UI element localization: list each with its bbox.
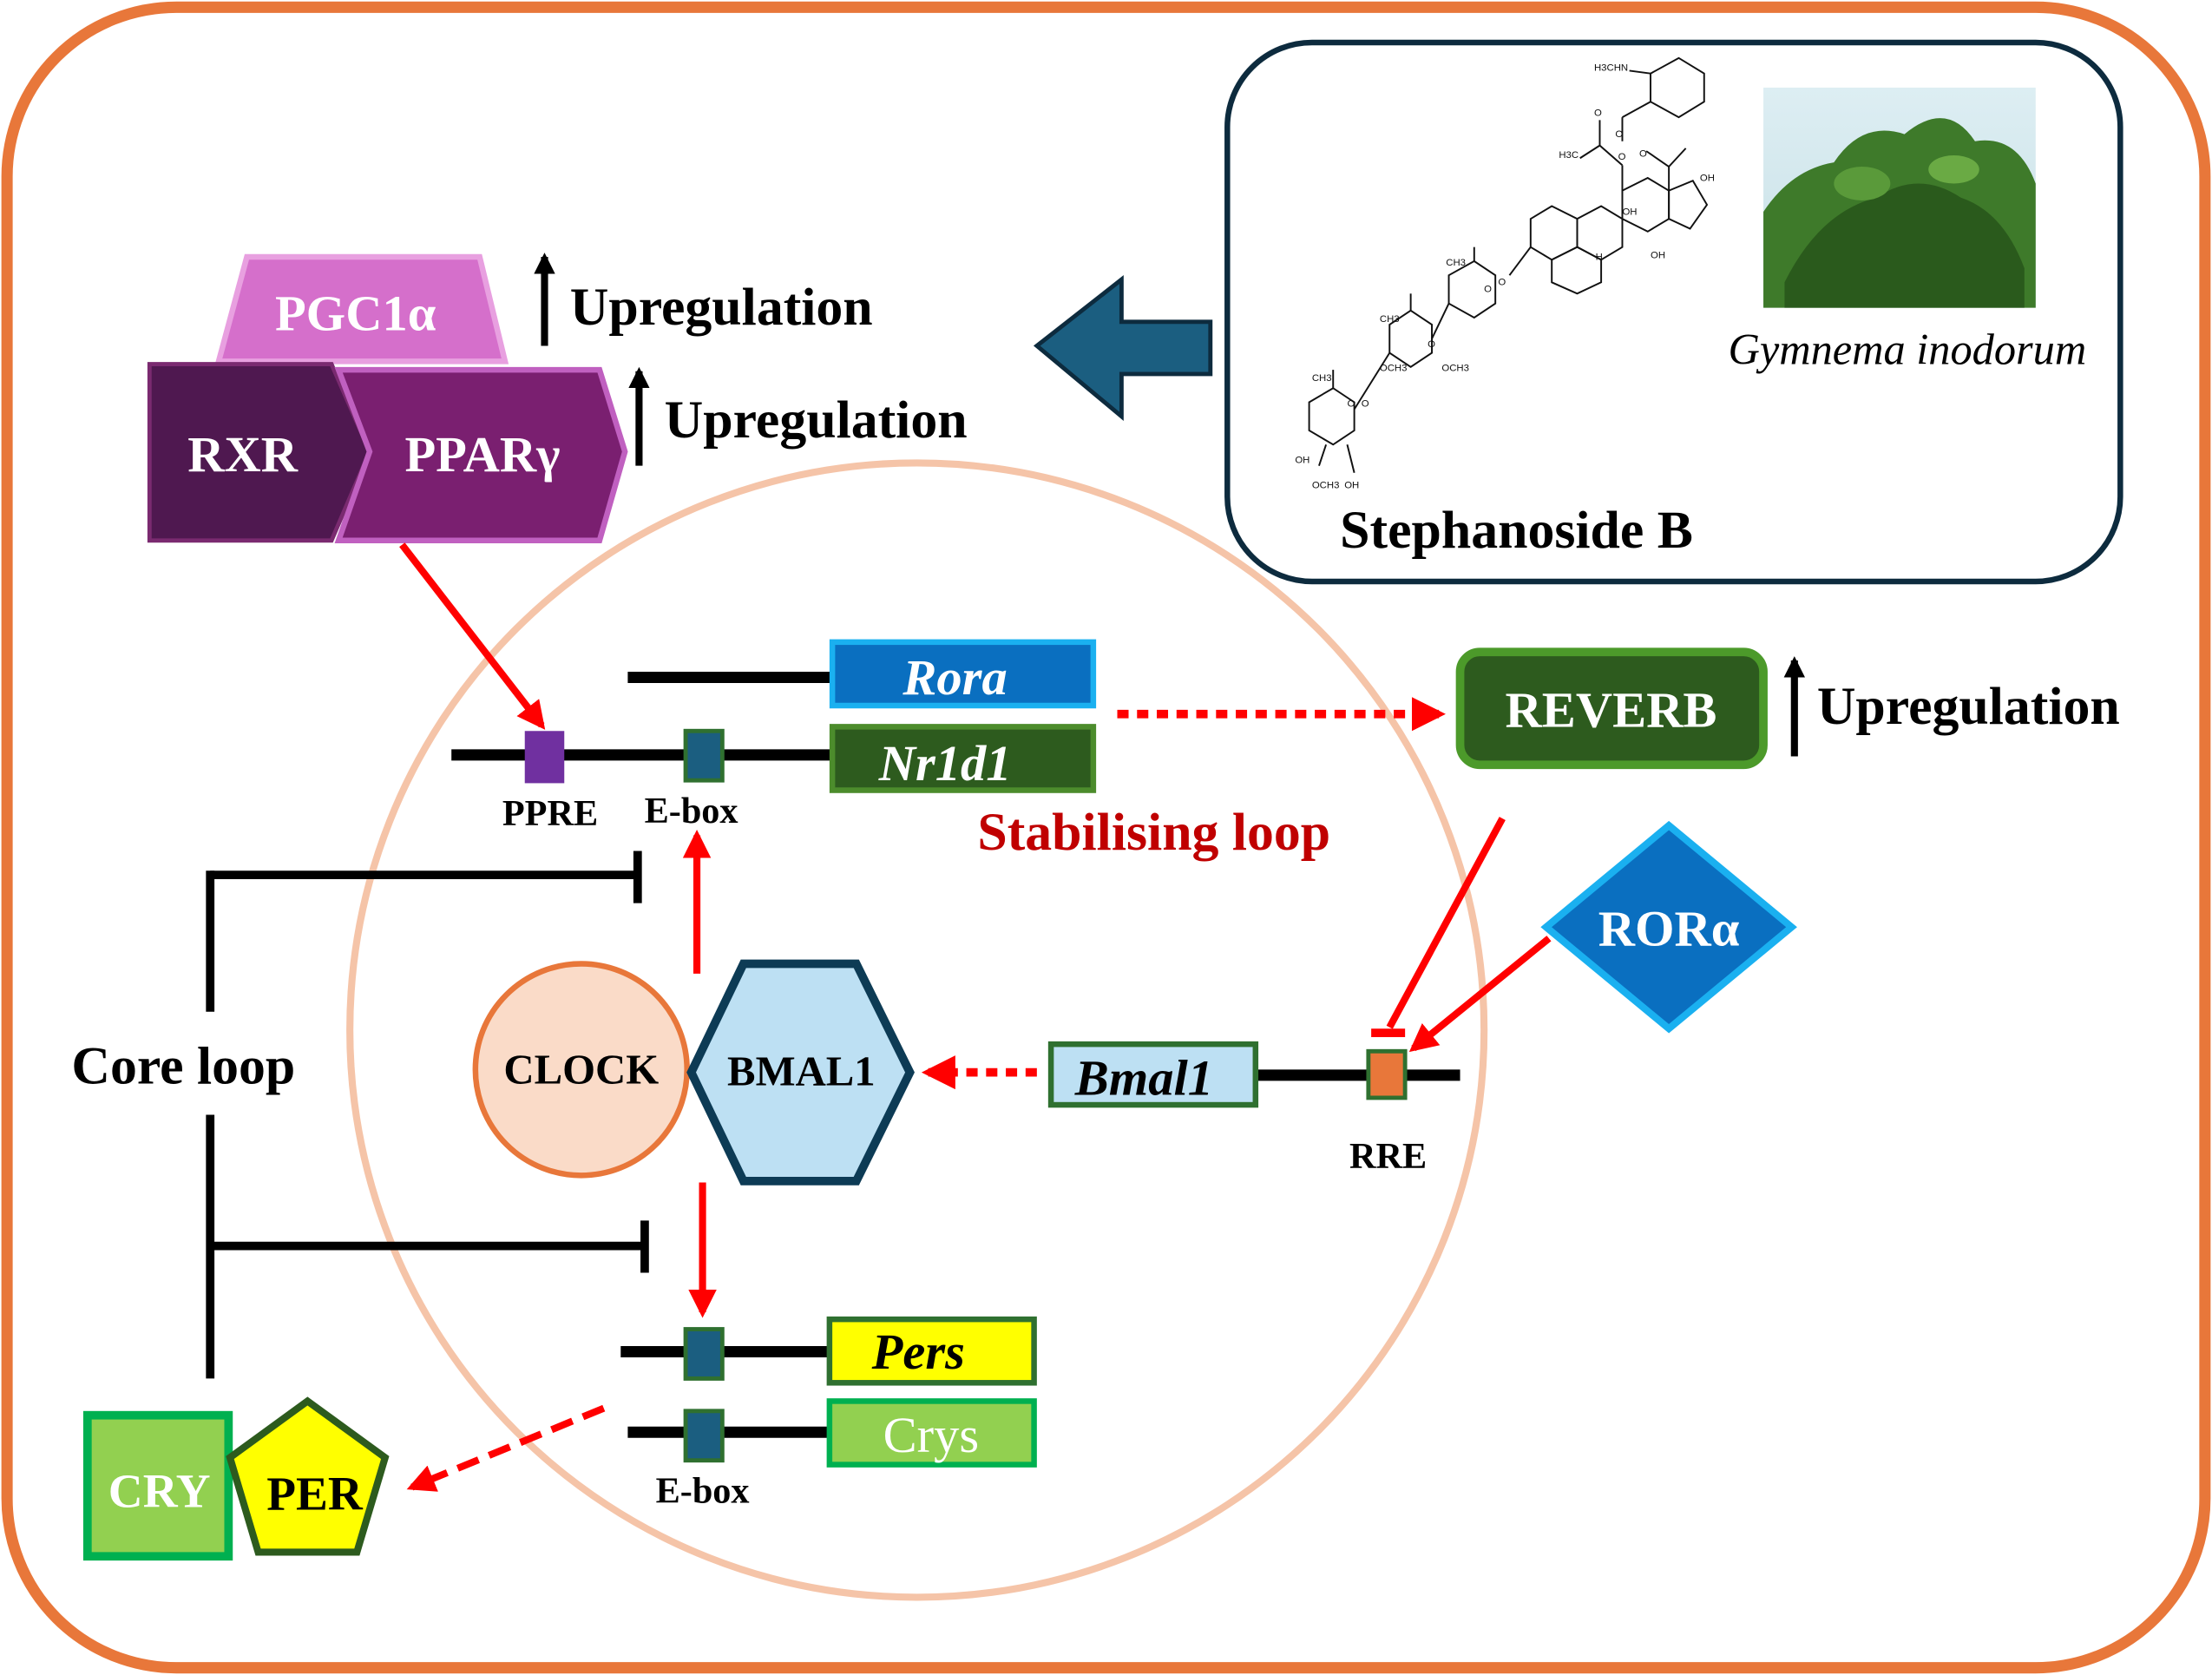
reverb-inhibition-line: [1386, 817, 1506, 1029]
reverb-upregulation: Upregulation: [1817, 677, 2120, 736]
svg-text:OH: OH: [1295, 455, 1309, 465]
svg-text:O: O: [1498, 278, 1506, 288]
svg-text:CH3: CH3: [1380, 314, 1400, 325]
rre-label: RRE: [1349, 1136, 1427, 1177]
plant-name: Gymnema inodorum: [1728, 325, 2086, 374]
compound-panel: H3CHN O O H3C O O OH OH H OH CH3 O O CH3…: [1224, 39, 2123, 585]
stabilising-loop-label: Stabilising loop: [977, 803, 1330, 862]
svg-text:O: O: [1347, 398, 1355, 409]
svg-text:OH: OH: [1622, 207, 1637, 217]
compound-name: Stephanoside B: [1340, 501, 1693, 560]
ppre-label: PPRE: [502, 793, 598, 834]
svg-text:H3C: H3C: [1559, 150, 1579, 161]
svg-text:OH: OH: [1344, 481, 1359, 491]
crys-gene-label: Crys: [883, 1407, 980, 1463]
core-loop-label: Core loop: [71, 1037, 295, 1096]
ebox-label-bottom: E-box: [656, 1470, 750, 1511]
svg-text:O: O: [1484, 285, 1492, 295]
svg-text:O: O: [1362, 398, 1369, 409]
svg-text:OCH3: OCH3: [1441, 364, 1469, 374]
bmal1-protein: [686, 959, 915, 1186]
bmal1-gene-box: [1047, 1041, 1259, 1108]
pers-gene-box: [826, 1316, 1037, 1386]
svg-text:O: O: [1594, 108, 1602, 118]
cry-protein: [82, 1410, 233, 1561]
pparg-upregulation: Upregulation: [665, 391, 968, 450]
ebox-element: [683, 1409, 725, 1463]
pparg-to-ppre-arrow: [399, 542, 546, 730]
crys-gene-box: [826, 1398, 1037, 1468]
pgc1a-upregulation: Upregulation: [570, 278, 873, 337]
nucleus-circle: [346, 459, 1488, 1601]
genes-to-cry-per-arrow: [406, 1404, 606, 1492]
svg-text:CH3: CH3: [1446, 258, 1466, 268]
clock-protein: [472, 961, 690, 1179]
pgc1a-shape: [214, 253, 509, 365]
svg-text:H: H: [1596, 252, 1603, 262]
svg-text:O: O: [1618, 152, 1626, 162]
svg-text:O: O: [1615, 129, 1623, 140]
nr1d1-gene-label: Nr1d1: [878, 735, 1012, 792]
rora-protein-diamond: [1540, 820, 1797, 1034]
svg-text:OH: OH: [1700, 173, 1715, 183]
bmal1-gene-label: Bmal1: [1074, 1050, 1213, 1107]
cry-label: CRY: [108, 1464, 211, 1517]
ppre-element: [524, 731, 565, 784]
core-loop-inhibition: [206, 851, 649, 1379]
svg-text:OCH3: OCH3: [1380, 364, 1408, 374]
ebox-element: [683, 728, 725, 783]
per-label: PER: [266, 1468, 364, 1521]
compound-effect-arrow: [1033, 275, 1213, 421]
stephanoside-structure: H3CHN O O H3C O O OH OH H OH CH3 O O CH3…: [1295, 56, 1715, 491]
gymnema-photo: [1763, 87, 2036, 308]
rxr-label: RXR: [187, 426, 299, 483]
pgc1a-label: PGC1α: [275, 286, 436, 342]
bmal1-label: BMAL1: [727, 1048, 876, 1094]
rxr-shape: [147, 362, 372, 543]
svg-text:CH3: CH3: [1312, 373, 1332, 384]
svg-text:OCH3: OCH3: [1312, 481, 1340, 491]
reverb-box: [1455, 647, 1768, 770]
rora-gene-label: Rora: [902, 649, 1007, 706]
pparg-label: PPARγ: [404, 426, 560, 483]
svg-text:O: O: [1428, 339, 1435, 350]
pparg-shape: [334, 366, 628, 544]
pers-gene-label: Pers: [871, 1324, 965, 1380]
ebox-label-top: E-box: [645, 791, 738, 831]
svg-text:O: O: [1639, 149, 1647, 160]
nr1d1-gene-box: [829, 724, 1097, 793]
rre-element: [1366, 1048, 1408, 1100]
ebox-element: [683, 1327, 725, 1381]
svg-text:OH: OH: [1651, 251, 1665, 261]
rora-to-rre-arrow: [1408, 936, 1552, 1053]
rora-gene-box: [829, 639, 1097, 709]
clock-label: CLOCK: [503, 1047, 659, 1094]
per-protein: [226, 1396, 390, 1556]
rora-protein-label: RORα: [1598, 900, 1740, 956]
reverb-label: REVERB: [1506, 681, 1717, 738]
svg-text:H3CHN: H3CHN: [1594, 62, 1628, 73]
